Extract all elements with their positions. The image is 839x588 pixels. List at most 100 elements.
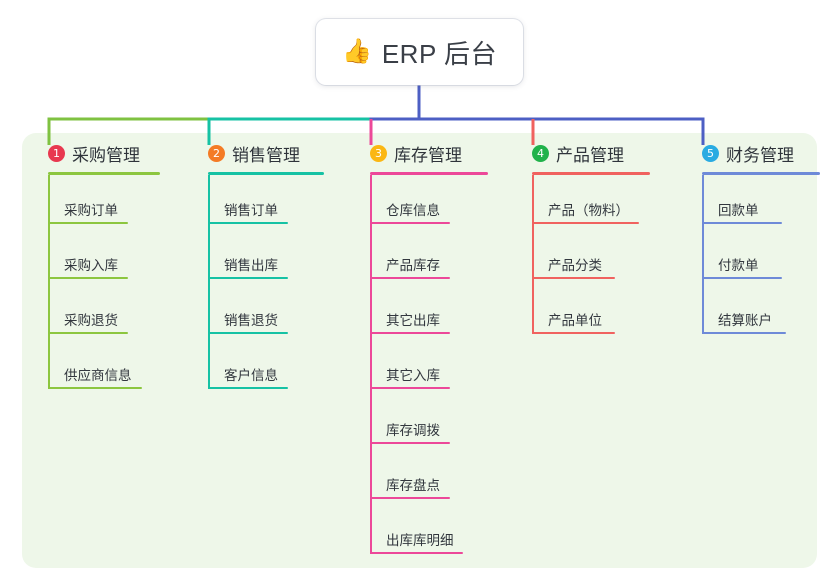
branch-header-rule <box>702 172 820 175</box>
root-node-content: 👍 ERP 后台 <box>342 34 497 71</box>
branch-item-rule <box>702 222 782 224</box>
branch-number-badge: 3 <box>370 144 387 162</box>
branch-items: 销售订单销售出库销售退货客户信息 <box>196 175 351 395</box>
branch-title: 库存管理 <box>394 145 462 165</box>
branch-item-rule <box>702 277 782 279</box>
branch-item-rule <box>48 332 128 334</box>
branch-item[interactable]: 结算账户 <box>690 285 839 340</box>
branch-title: 财务管理 <box>726 145 794 165</box>
branch-item[interactable]: 其它出库 <box>358 285 518 340</box>
branch-number-badge: 5 <box>702 144 719 162</box>
branch-item[interactable]: 回款单 <box>690 175 839 230</box>
branch-item-rule <box>48 277 128 279</box>
branch-item[interactable]: 出库库明细 <box>358 505 518 560</box>
branch-item[interactable]: 库存调拨 <box>358 395 518 450</box>
branch-item-rule <box>208 222 288 224</box>
branch-item[interactable]: 销售订单 <box>196 175 351 230</box>
branch-item-label: 销售订单 <box>224 203 278 218</box>
branch-item[interactable]: 销售退货 <box>196 285 351 340</box>
branch-item-label: 采购退货 <box>64 313 118 328</box>
branch-title: 产品管理 <box>556 145 624 165</box>
branch-item-rule <box>702 332 786 334</box>
branch-header-rule <box>370 172 488 175</box>
branch-item[interactable]: 产品分类 <box>520 230 680 285</box>
branch-item-label: 产品库存 <box>386 258 440 273</box>
branch-item-label: 结算账户 <box>718 313 772 328</box>
branch-item[interactable]: 采购订单 <box>36 175 191 230</box>
branch-item[interactable]: 客户信息 <box>196 340 351 395</box>
branch-item-label: 产品分类 <box>548 258 602 273</box>
branch-header-3[interactable]: 3 库存管理 <box>358 140 518 166</box>
branch-item[interactable]: 采购入库 <box>36 230 191 285</box>
branch-item-rule <box>48 387 142 389</box>
branch-item-label: 产品单位 <box>548 313 602 328</box>
branch-column-4: 4 产品管理产品（物料） 产品分类产品单位 <box>520 140 680 340</box>
branch-item[interactable]: 付款单 <box>690 230 839 285</box>
branch-number-badge: 1 <box>48 144 65 162</box>
branch-item-label: 其它入库 <box>386 368 440 383</box>
branch-item-rule <box>370 442 450 444</box>
branch-item-rule <box>532 222 639 224</box>
branch-item-rule <box>208 387 288 389</box>
branch-item[interactable]: 销售出库 <box>196 230 351 285</box>
branch-title: 销售管理 <box>232 145 300 165</box>
branch-item-label: 供应商信息 <box>64 368 132 383</box>
branch-title: 采购管理 <box>72 145 140 165</box>
branch-item-rule <box>370 387 450 389</box>
branch-item-rule <box>532 277 615 279</box>
branch-header-1[interactable]: 1 采购管理 <box>36 140 191 166</box>
branch-header-2[interactable]: 2 销售管理 <box>196 140 351 166</box>
branch-header-rule <box>532 172 650 175</box>
branch-item-rule <box>370 222 450 224</box>
branch-item-label: 仓库信息 <box>386 203 440 218</box>
branch-number-badge: 2 <box>208 144 225 162</box>
branch-header-rule <box>208 172 324 175</box>
root-title: ERP 后台 <box>381 38 498 69</box>
branch-item-rule <box>370 332 450 334</box>
branch-spine <box>208 175 210 389</box>
branch-item-label: 库存调拨 <box>386 423 440 438</box>
branch-items: 回款单付款单结算账户 <box>690 175 839 340</box>
branch-item-rule <box>48 222 128 224</box>
branch-item[interactable]: 仓库信息 <box>358 175 518 230</box>
branch-item-label: 销售退货 <box>224 313 278 328</box>
branch-header-5[interactable]: 5 财务管理 <box>690 140 839 166</box>
branch-item-label: 付款单 <box>718 258 759 273</box>
branch-item-rule <box>208 332 288 334</box>
branch-item-label: 库存盘点 <box>386 478 440 493</box>
branch-spine <box>702 175 704 334</box>
branch-column-1: 1 采购管理采购订单采购入库采购退货供应商信息 <box>36 140 191 395</box>
branch-item[interactable]: 产品库存 <box>358 230 518 285</box>
branch-item-rule <box>208 277 288 279</box>
branch-item-label: 采购入库 <box>64 258 118 273</box>
branch-item[interactable]: 产品（物料） <box>520 175 680 230</box>
branch-item-label: 销售出库 <box>224 258 278 273</box>
branch-item[interactable]: 库存盘点 <box>358 450 518 505</box>
root-node[interactable]: 👍 ERP 后台 <box>316 19 523 85</box>
branch-item-label: 其它出库 <box>386 313 440 328</box>
branch-items: 仓库信息产品库存其它出库其它入库库存调拨库存盘点出库库明细 <box>358 175 518 560</box>
branch-item-label: 出库库明细 <box>386 533 454 548</box>
branch-number-badge: 4 <box>532 144 549 162</box>
branch-header-4[interactable]: 4 产品管理 <box>520 140 680 166</box>
branch-item-label: 回款单 <box>718 203 759 218</box>
branch-spine <box>48 175 50 389</box>
branch-item[interactable]: 供应商信息 <box>36 340 191 395</box>
branch-item-label: 产品（物料） <box>548 203 629 218</box>
branch-items: 产品（物料） 产品分类产品单位 <box>520 175 680 340</box>
branch-items: 采购订单采购入库采购退货供应商信息 <box>36 175 191 395</box>
branch-column-3: 3 库存管理仓库信息产品库存其它出库其它入库库存调拨库存盘点出库库明细 <box>358 140 518 560</box>
thumbs-up-icon: 👍 <box>341 38 372 65</box>
branch-item[interactable]: 产品单位 <box>520 285 680 340</box>
branch-item-rule <box>370 552 463 554</box>
branch-header-rule <box>48 172 160 175</box>
branch-item-label: 采购订单 <box>64 203 118 218</box>
branch-item-rule <box>532 332 615 334</box>
branch-item[interactable]: 采购退货 <box>36 285 191 340</box>
branch-column-2: 2 销售管理销售订单销售出库销售退货客户信息 <box>196 140 351 395</box>
branch-item-label: 客户信息 <box>224 368 278 383</box>
branch-item[interactable]: 其它入库 <box>358 340 518 395</box>
branch-column-5: 5 财务管理回款单付款单结算账户 <box>690 140 839 340</box>
branch-item-rule <box>370 277 450 279</box>
